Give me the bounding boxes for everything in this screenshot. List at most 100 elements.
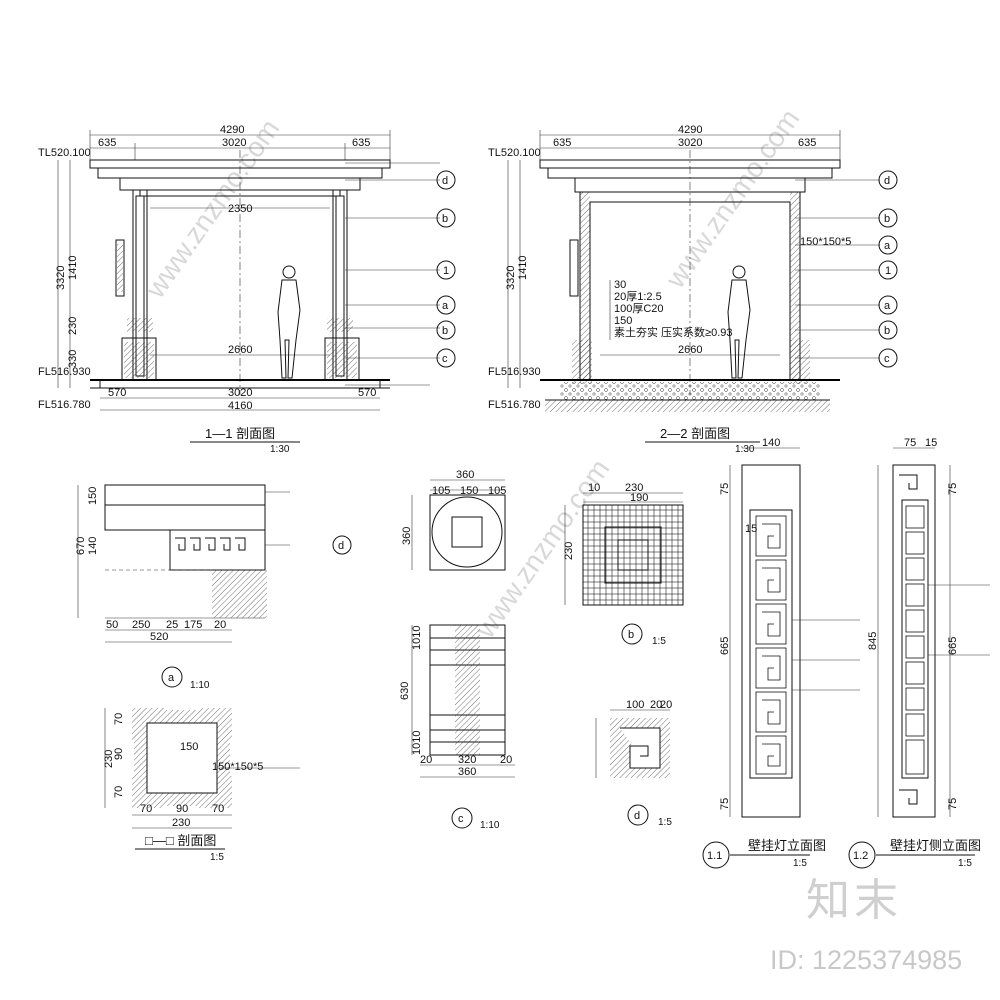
svg-text:20: 20 [214, 619, 226, 631]
svg-text:a: a [884, 240, 891, 252]
svg-text:190: 190 [630, 492, 648, 504]
detail-b: 230 10 190 230 b 1:5 [563, 482, 684, 647]
svg-text:c: c [442, 353, 448, 365]
lamp-elevation-title: 壁挂灯立面图 [748, 838, 826, 853]
image-id-watermark: ID: 1225374985 [770, 945, 963, 975]
svg-text:100: 100 [626, 699, 644, 711]
svg-text:d: d [884, 175, 890, 187]
section-aa-title: □—□ 剖面图 [145, 833, 216, 848]
svg-text:1:5: 1:5 [658, 817, 672, 828]
svg-text:1:30: 1:30 [735, 444, 755, 455]
dim-top-mid: 3020 [222, 137, 246, 149]
svg-text:630: 630 [399, 682, 411, 700]
dim-bot-right: 570 [358, 387, 376, 399]
detail-c: 630 1010 1010 20 320 20 360 c 1:10 [399, 624, 515, 831]
svg-text:20厚1:2.5: 20厚1:2.5 [614, 290, 662, 303]
svg-text:d: d [442, 175, 448, 187]
svg-text:360: 360 [456, 469, 474, 481]
detail-a-tag: a [168, 672, 175, 684]
svg-text:50: 50 [106, 619, 118, 631]
detail-b-tag: b [628, 629, 634, 641]
svg-text:90: 90 [113, 748, 125, 760]
svg-text:520: 520 [150, 631, 168, 643]
svg-text:230: 230 [563, 542, 575, 560]
detail-d: 100 20 20 d 1:5 [595, 699, 672, 828]
level-floor: FL516.930 [38, 366, 91, 378]
svg-text:25: 25 [166, 619, 178, 631]
dim-left-330: 330 [67, 350, 79, 368]
detail-c-tag: c [458, 813, 464, 825]
lamp-elevation-tag: 1.1 [707, 850, 722, 862]
svg-text:c: c [884, 353, 890, 365]
svg-text:1: 1 [885, 265, 891, 277]
svg-text:105: 105 [488, 485, 506, 497]
dim-bot-left: 570 [108, 387, 126, 399]
lamp-elevation: 140 75 665 75 15 1.1 壁挂灯立面图 1:5 [702, 437, 860, 869]
section-aa: 230 150 70 90 70 70 90 70 230 150*150*5 … [103, 700, 300, 863]
svg-text:670: 670 [75, 537, 87, 555]
svg-text:1:10: 1:10 [480, 820, 500, 831]
svg-text:1:5: 1:5 [210, 852, 224, 863]
brand-watermark: 知末 [806, 875, 902, 926]
svg-text:10: 10 [588, 482, 600, 494]
svg-text:665: 665 [947, 637, 959, 655]
svg-text:20: 20 [650, 699, 662, 711]
lamp-side-tag: 1.2 [853, 850, 868, 862]
person-figure [277, 265, 301, 379]
section-1-1-title: 1—1 剖面图 [205, 426, 275, 441]
section-1-1: 4290 635 3020 635 2350 2660 [38, 124, 456, 455]
svg-text:FL516.780: FL516.780 [488, 399, 541, 411]
svg-text:1: 1 [443, 265, 449, 277]
svg-text:75: 75 [719, 798, 731, 810]
dim-left-1410: 1410 [67, 256, 79, 280]
svg-text:140: 140 [762, 437, 780, 449]
dim-inner-span: 2350 [228, 203, 252, 215]
svg-text:a: a [442, 300, 449, 312]
dim-bot-total: 4160 [228, 400, 252, 412]
svg-text:1010: 1010 [411, 731, 423, 755]
svg-text:175: 175 [184, 619, 202, 631]
section-1-1-scale: 1:30 [270, 444, 290, 455]
dim-top-total: 4290 [220, 124, 244, 136]
dim-left-230: 230 [67, 317, 79, 335]
svg-text:250: 250 [132, 619, 150, 631]
svg-text:3020: 3020 [678, 137, 702, 149]
svg-text:b: b [442, 325, 448, 337]
dim-top-right: 635 [352, 137, 370, 149]
svg-text:a: a [884, 300, 891, 312]
svg-text:b: b [884, 213, 890, 225]
svg-text:100厚C20: 100厚C20 [614, 302, 664, 315]
svg-text:150: 150 [614, 315, 632, 327]
svg-text:75: 75 [947, 483, 959, 495]
svg-text:230: 230 [103, 750, 115, 768]
svg-text:70: 70 [140, 803, 152, 815]
svg-text:d: d [338, 540, 344, 552]
svg-text:2660: 2660 [678, 344, 702, 356]
svg-text:4290: 4290 [678, 124, 702, 136]
svg-text:1:5: 1:5 [793, 858, 807, 869]
svg-text:30: 30 [614, 279, 626, 291]
svg-text:70: 70 [113, 713, 125, 725]
svg-text:150: 150 [180, 741, 198, 753]
section-2-2-title: 2—2 剖面图 [660, 426, 730, 441]
svg-text:150: 150 [460, 485, 478, 497]
detail-a: 670 150 140 50 250 25 175 20 520 d a 1:1… [75, 484, 352, 691]
svg-text:845: 845 [867, 632, 879, 650]
svg-text:www.znzmo.com: www.znzmo.com [139, 114, 285, 305]
svg-text:1010: 1010 [411, 626, 423, 650]
svg-text:105: 105 [432, 485, 450, 497]
svg-text:3320: 3320 [505, 266, 517, 290]
svg-text:665: 665 [719, 637, 731, 655]
svg-text:b: b [442, 213, 448, 225]
dim-bot-mid: 3020 [228, 387, 252, 399]
svg-text:70: 70 [212, 803, 224, 815]
lamp-side-elevation: 75 15 845 665 75 75 1.2 壁挂灯侧立面图 1:5 [848, 437, 990, 869]
svg-text:1:10: 1:10 [190, 680, 210, 691]
svg-text:320: 320 [458, 754, 476, 766]
svg-text:75: 75 [947, 798, 959, 810]
lamp-side-title: 壁挂灯侧立面图 [890, 838, 981, 853]
level-ground: FL516.780 [38, 399, 91, 411]
svg-text:75: 75 [904, 437, 916, 449]
svg-text:20: 20 [660, 699, 672, 711]
